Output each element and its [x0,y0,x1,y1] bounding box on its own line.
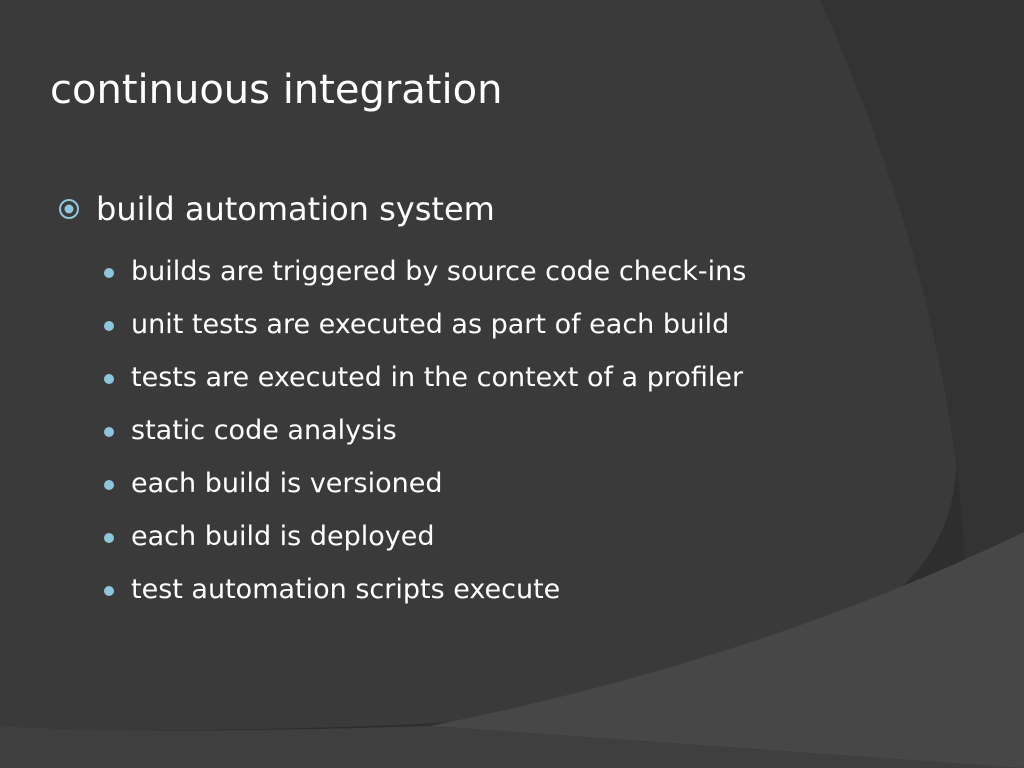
bullet-dot-icon [104,426,114,437]
bullet-level1-text: build automation system [96,190,495,228]
list-item-text: tests are executed in the context of a p… [131,362,744,394]
bullet-dot-icon [104,532,114,543]
list-item: builds are triggered by source code chec… [104,246,746,299]
slide-title: continuous integration [50,67,503,113]
list-item: test automation scripts execute [104,564,746,617]
bullet-level1: build automation system [58,190,495,228]
background-bottom-strip [0,726,1024,768]
background-panel [0,0,960,731]
list-item-text: builds are triggered by source code chec… [131,256,747,288]
list-item: tests are executed in the context of a p… [104,352,746,405]
list-item: static code analysis [104,405,746,458]
bullet-dot-icon [104,373,114,384]
list-item-text: each build is versioned [131,468,443,500]
bullet-dot-icon [104,267,114,278]
list-item: unit tests are executed as part of each … [104,299,746,352]
list-item: each build is deployed [104,511,746,564]
background-bottom-wedge [430,532,1024,768]
list-item-text: test automation scripts execute [131,574,561,606]
list-item-text: each build is deployed [131,521,435,553]
target-circle-icon [59,199,79,220]
bullet-dot-icon [104,585,114,596]
bullet-sublist: builds are triggered by source code chec… [104,246,746,617]
bullet-dot-icon [104,479,114,490]
bullet-dot-icon [104,320,114,331]
list-item: each build is versioned [104,458,746,511]
list-item-text: unit tests are executed as part of each … [131,309,730,341]
list-item-text: static code analysis [131,415,397,447]
